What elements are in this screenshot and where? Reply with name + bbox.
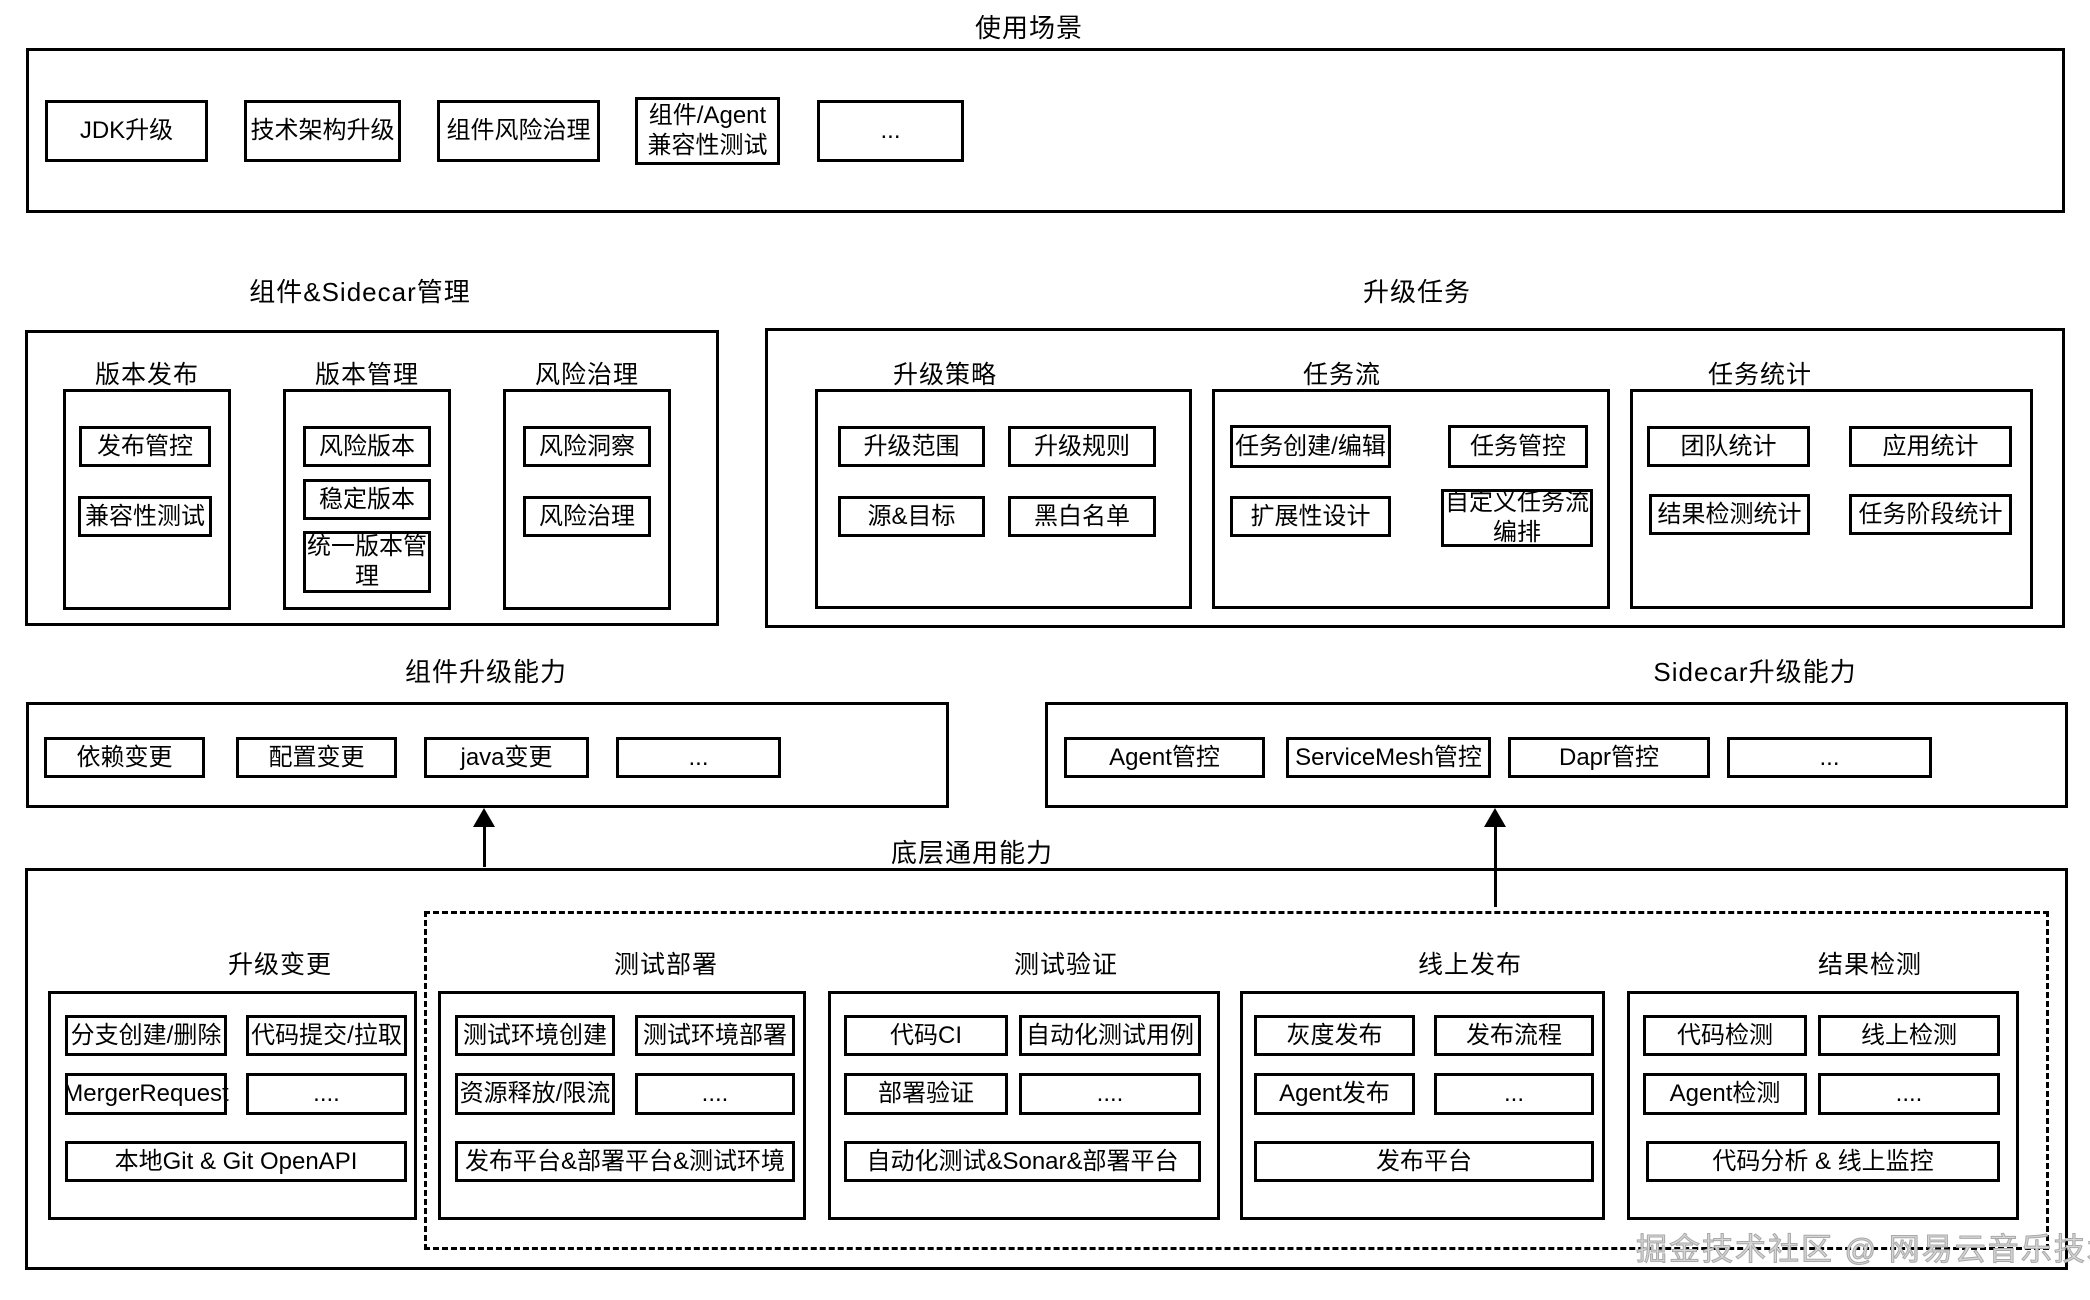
release-deploy-testenv-platform-item: 发布平台&部署平台&测试环境 [455,1141,795,1182]
code-commit-pull-item: 代码提交/拉取 [246,1015,407,1056]
merge-request-item: MergerRequest [63,1073,229,1115]
left-up-arrow-line [483,826,486,867]
upgrade-rules-item: 升级规则 [1008,426,1156,467]
online-check-item: 线上检测 [1818,1015,2000,1056]
local-git-openapi-item: 本地Git & Git OpenAPI [65,1141,407,1182]
release-platform-item: 发布平台 [1254,1141,1594,1182]
risk-version-item: 风险版本 [303,426,431,467]
usage-item-tech-arch-upgrade: 技术架构升级 [244,100,401,162]
resource-release-limit-item: 资源释放/限流 [455,1073,615,1115]
test-verify-more-item: .... [1019,1073,1201,1115]
online-release-heading: 线上发布 [1417,951,1522,979]
risk-governance-heading: 风险治理 [534,361,639,389]
config-change-item: 配置变更 [236,737,397,778]
right-up-arrow-line [1494,826,1497,907]
risk-insight-item: 风险洞察 [523,426,651,467]
autotest-sonar-deploy-item: 自动化测试&Sonar&部署平台 [844,1141,1201,1182]
gray-release-item: 灰度发布 [1254,1015,1415,1056]
upgrade-strategy-heading: 升级策略 [892,361,997,389]
upgrade-scope-item: 升级范围 [838,426,985,467]
result-check-stats-item: 结果检测统计 [1649,494,1810,535]
release-control-item: 发布管控 [79,426,211,467]
extensibility-design-item: 扩展性设计 [1230,496,1391,537]
usage-item-component-risk: 组件风险治理 [437,100,600,162]
sidecar-more-item: ... [1727,737,1932,778]
left-up-arrow-head [473,808,495,827]
sidecar-upgrade-box: Agent管控 ServiceMesh管控 Dapr管控 ... [1045,702,2068,808]
code-analysis-monitor-item: 代码分析 & 线上监控 [1646,1141,2000,1182]
task-flow-group: 任务创建/编辑 任务管控 扩展性设计 自定义任务流编排 [1212,389,1610,609]
task-phase-stats-item: 任务阶段统计 [1849,494,2012,535]
app-stats-item: 应用统计 [1849,426,2012,467]
test-verify-group: 代码CI 自动化测试用例 部署验证 .... 自动化测试&Sonar&部署平台 [828,991,1220,1220]
custom-taskflow-item: 自定义任务流编排 [1441,489,1593,547]
agent-control-item: Agent管控 [1064,737,1265,778]
right-up-arrow-head [1484,808,1506,827]
result-check-more-item: .... [1818,1073,2000,1115]
risk-governance-group: 风险洞察 风险治理 [503,389,671,610]
task-stats-heading: 任务统计 [1707,361,1812,389]
test-deploy-more-item: .... [635,1073,795,1115]
agent-check-item: Agent检测 [1643,1073,1807,1115]
component-more-item: ... [616,737,781,778]
version-release-group: 发布管控 兼容性测试 [63,389,231,610]
test-env-create-item: 测试环境创建 [455,1015,615,1056]
auto-test-case-item: 自动化测试用例 [1019,1015,1201,1056]
result-check-heading: 结果检测 [1817,951,1922,979]
sidecar-upgrade-title: Sidecar升级能力 [1653,657,1857,687]
compat-test-item: 兼容性测试 [78,496,212,537]
base-common-title: 底层通用能力 [890,838,1053,868]
risk-governance-item: 风险治理 [523,496,651,537]
servicemesh-control-item: ServiceMesh管控 [1286,737,1491,778]
version-mgmt-group: 风险版本 稳定版本 统一版本管理 [283,389,451,610]
deploy-verify-item: 部署验证 [844,1073,1008,1115]
test-deploy-group: 测试环境创建 测试环境部署 资源释放/限流 .... 发布平台&部署平台&测试环… [438,991,806,1220]
component-upgrade-title: 组件升级能力 [404,657,567,687]
upgrade-change-heading: 升级变更 [227,951,332,979]
agent-release-item: Agent发布 [1254,1073,1415,1115]
upgrade-task-box: 升级策略 任务流 任务统计 升级范围 升级规则 源&目标 黑白名单 任务创建/编… [765,328,2065,628]
usage-section-title: 使用场景 [974,13,1083,43]
task-stats-group: 团队统计 应用统计 结果检测统计 任务阶段统计 [1630,389,2033,609]
base-common-box: 升级变更 测试部署 测试验证 线上发布 结果检测 分支创建/删除 代码提交/拉取… [25,868,2068,1270]
code-ci-item: 代码CI [844,1015,1008,1056]
test-verify-heading: 测试验证 [1013,951,1118,979]
team-stats-item: 团队统计 [1647,426,1810,467]
version-mgmt-heading: 版本管理 [314,361,419,389]
blackwhite-list-item: 黑白名单 [1008,496,1156,537]
task-create-edit-item: 任务创建/编辑 [1230,425,1391,468]
usage-item-agent-compat-test: 组件/Agent 兼容性测试 [635,97,780,165]
upgrade-task-title: 升级任务 [1362,277,1471,307]
dapr-control-item: Dapr管控 [1508,737,1710,778]
release-process-item: 发布流程 [1434,1015,1594,1056]
version-release-heading: 版本发布 [94,361,199,389]
java-change-item: java变更 [424,737,589,778]
upgrade-change-group: 分支创建/删除 代码提交/拉取 MergerRequest .... 本地Git… [48,991,417,1220]
dashed-capabilities-box [424,911,2049,1250]
stable-version-item: 稳定版本 [303,479,431,520]
dependency-change-item: 依赖变更 [44,737,205,778]
watermark-text: 掘金技术社区 @ 网易云音乐技术团队 [1636,1232,2090,1268]
usage-item-more: ... [817,100,964,162]
code-check-item: 代码检测 [1643,1015,1807,1056]
upgrade-strategy-group: 升级范围 升级规则 源&目标 黑白名单 [815,389,1192,609]
online-release-more-item: ... [1434,1073,1594,1115]
usage-section-box: JDK升级 技术架构升级 组件风险治理 组件/Agent 兼容性测试 ... [26,48,2065,213]
source-target-item: 源&目标 [838,496,985,537]
test-env-deploy-item: 测试环境部署 [635,1015,795,1056]
task-control-item: 任务管控 [1448,425,1588,468]
online-release-group: 灰度发布 发布流程 Agent发布 ... 发布平台 [1240,991,1605,1220]
branch-create-delete-item: 分支创建/删除 [65,1015,227,1056]
task-flow-heading: 任务流 [1302,361,1381,389]
component-sidecar-mgmt-box: 版本发布 版本管理 风险治理 发布管控 兼容性测试 风险版本 稳定版本 统一版本… [25,330,719,626]
component-sidecar-mgmt-title: 组件&Sidecar管理 [249,277,471,307]
test-deploy-heading: 测试部署 [613,951,718,979]
upgrade-change-more-item: .... [246,1073,407,1115]
result-check-group: 代码检测 线上检测 Agent检测 .... 代码分析 & 线上监控 [1627,991,2019,1220]
component-upgrade-box: 依赖变更 配置变更 java变更 ... [26,702,949,808]
usage-item-jdk-upgrade: JDK升级 [45,100,208,162]
unified-version-mgmt-item: 统一版本管理 [303,531,431,593]
